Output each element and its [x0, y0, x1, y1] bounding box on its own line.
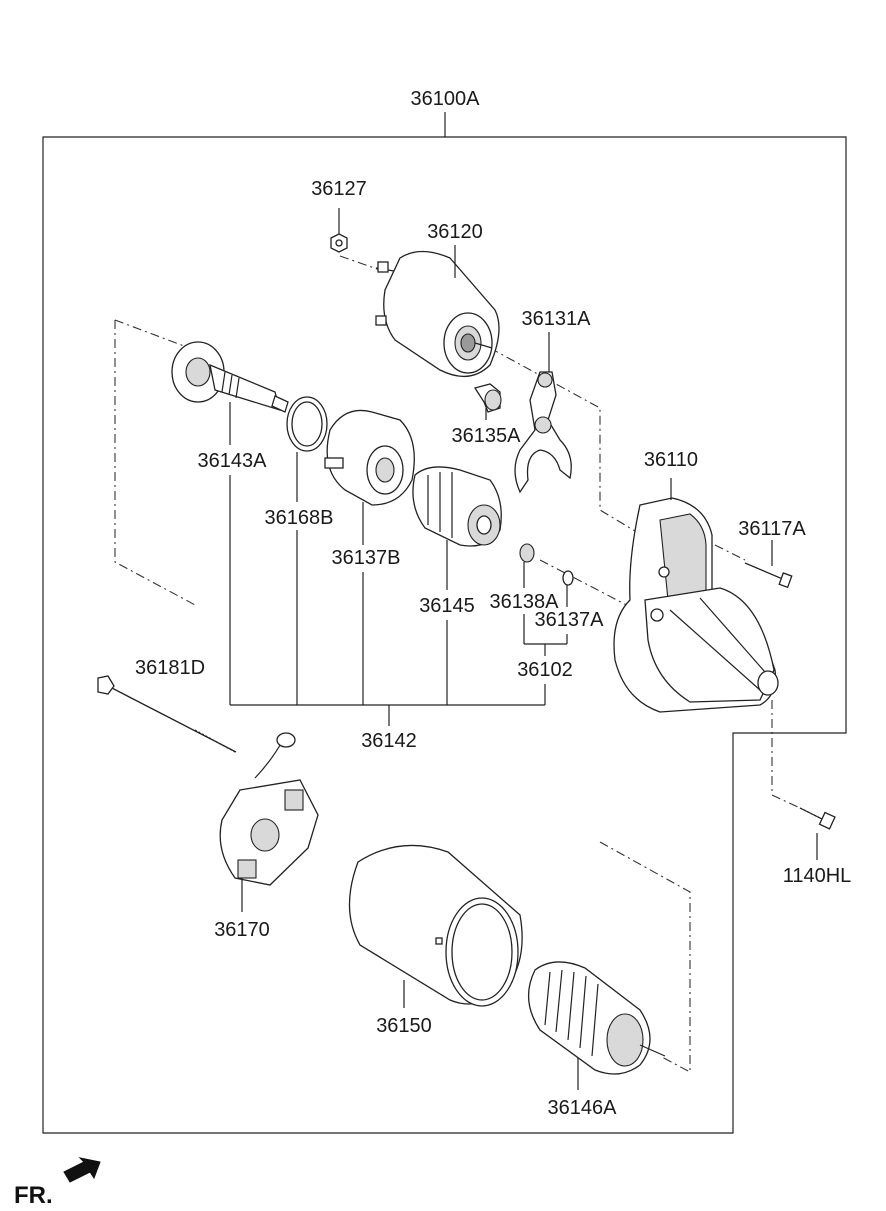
part-label-36120: 36120 — [427, 221, 483, 243]
leader-lines — [229, 208, 818, 1090]
phantom-line-housing-bolt — [771, 700, 801, 809]
washer-36138A-part — [519, 543, 535, 563]
clip-36137A-part — [562, 570, 574, 586]
plunger-36135A-part — [473, 383, 502, 413]
armature-36146A-part — [527, 961, 666, 1075]
phantom-line-bolt — [714, 544, 746, 561]
part-label-36102: 36102 — [517, 659, 573, 681]
part-label-36168B: 36168B — [265, 507, 334, 529]
solenoid-36120-part — [375, 250, 500, 377]
part-label-36137B: 36137B — [332, 547, 401, 569]
brush-holder-36170-part — [219, 732, 319, 886]
clutch-36137B-part — [324, 409, 415, 506]
phantom-line-left — [114, 319, 201, 607]
bolt-1140HL-part — [799, 807, 836, 830]
assembly-label: 36100A — [411, 88, 481, 110]
part-label-36110: 36110 — [644, 449, 698, 471]
bolt-36117A-part — [744, 562, 793, 589]
shaft-36143A-part — [171, 341, 289, 413]
part-label-36137A: 36137A — [535, 609, 605, 631]
part-label-36150: 36150 — [376, 1015, 432, 1037]
part-label-1140HL: 1140HL — [783, 865, 852, 887]
direction-arrow-icon — [63, 1157, 101, 1183]
ring-36168B-part — [286, 396, 328, 452]
part-label-36142: 36142 — [361, 730, 417, 752]
yoke-36150-part — [348, 844, 523, 1007]
bolt-36181D-part — [97, 675, 237, 753]
part-label-36143A: 36143A — [198, 450, 268, 472]
pinion-36145-part — [412, 466, 502, 547]
part-label-36170: 36170 — [214, 919, 270, 941]
lever-36131A-part — [514, 371, 572, 494]
part-label-36127: 36127 — [311, 178, 367, 200]
part-label-36131A: 36131A — [522, 308, 592, 330]
assembly-boundary — [42, 136, 847, 1134]
housing-36110-part — [613, 497, 779, 713]
part-label-36117A: 36117A — [738, 518, 806, 540]
phantom-line-armature — [599, 841, 691, 1073]
part-label-36181D: 36181D — [135, 657, 205, 679]
part-label-36145: 36145 — [419, 595, 475, 617]
direction-label: FR. — [14, 1182, 53, 1209]
part-label-36138A: 36138A — [490, 591, 560, 613]
nut-36127-part — [330, 233, 348, 253]
part-label-36135A: 36135A — [452, 425, 522, 447]
part-label-36146A: 36146A — [548, 1097, 618, 1119]
